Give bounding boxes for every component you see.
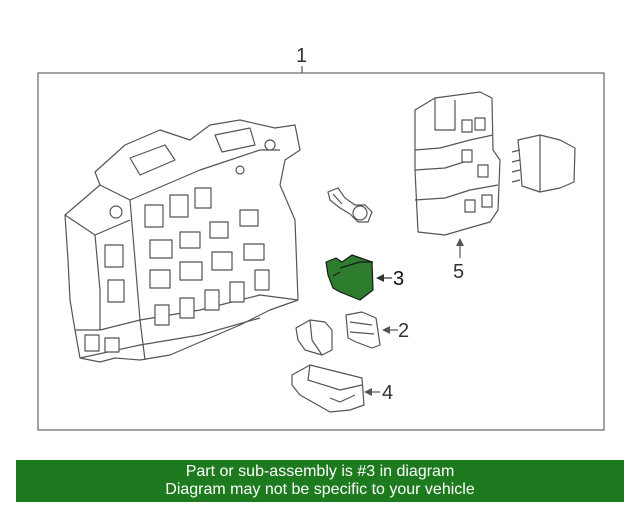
callout-5-arrowhead <box>456 238 464 246</box>
callout-2-label: 2 <box>398 320 409 342</box>
fuse-box-assembly <box>64 119 301 363</box>
fuse-puller-part-4 <box>291 364 365 413</box>
callout-4-label: 4 <box>382 382 393 404</box>
diagram-frame <box>37 72 605 431</box>
parts-diagram: 1 <box>37 45 605 431</box>
bolt-part <box>327 187 373 223</box>
callout-3-label: 3 <box>393 268 404 290</box>
callout-3-arrowhead <box>376 274 384 282</box>
callout-1-label: 1 <box>296 45 307 67</box>
callout-2-arrowhead <box>382 326 390 334</box>
connector-part <box>511 134 576 193</box>
banner-line-1: Part or sub-assembly is #3 in diagram <box>185 463 455 480</box>
info-banner: Part or sub-assembly is #3 in diagram Di… <box>16 460 624 502</box>
banner-line-2: Diagram may not be specific to your vehi… <box>165 481 475 498</box>
fuse-part-2 <box>295 311 381 356</box>
relay-part-3-highlighted <box>325 254 374 301</box>
callout-5-label: 5 <box>453 261 464 283</box>
callout-4-arrowhead <box>364 388 372 396</box>
relay-block-part-5 <box>414 91 501 236</box>
